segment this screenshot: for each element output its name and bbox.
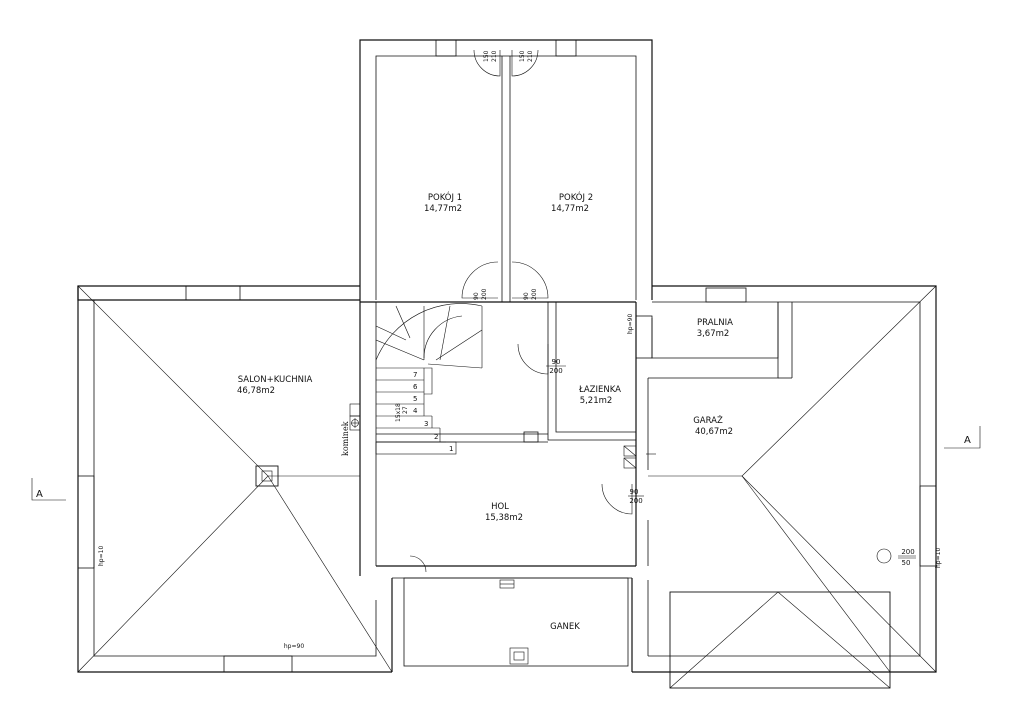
outer-walls [77, 39, 937, 673]
pokoj1-name: POKÓJ 1 [428, 191, 462, 203]
interior-walls [359, 56, 891, 689]
pokoj2-area: 14,77m2 [551, 204, 589, 214]
garaz-name: GARAŻ [693, 415, 723, 426]
door-hol-h: 200 [629, 497, 642, 505]
door-pokoj1-h: 200 [481, 288, 488, 300]
step-4: 4 [413, 407, 418, 415]
stairs-tread: 27 [402, 406, 409, 414]
salon-name: SALON+KUCHNIA [238, 375, 313, 385]
pralnia-area: 3,67m2 [697, 329, 730, 339]
hp10-left: hp=10 [98, 546, 105, 566]
hp10-right: hp=10 [935, 548, 942, 568]
room-labels: POKÓJ 1 14,77m2 POKÓJ 2 14,77m2 SALON+KU… [237, 191, 733, 632]
step-3: 3 [424, 420, 428, 428]
door-top-left-w: 150 [483, 50, 490, 62]
roof-lines [77, 285, 937, 673]
step-1: 1 [449, 445, 453, 453]
section-marker-left [31, 478, 66, 501]
hp90-lazienka: hp=90 [627, 314, 634, 334]
stair-step-numbers: 1 2 3 4 5 6 7 [413, 371, 453, 453]
dim-lines [546, 365, 916, 559]
door-lazienka-h: 200 [549, 367, 562, 375]
step-5: 5 [413, 395, 417, 403]
pokoj1-area: 14,77m2 [424, 204, 462, 214]
garage-drain-w: 200 [901, 548, 914, 556]
step-7: 7 [413, 371, 417, 379]
ganek-name: GANEK [550, 622, 580, 632]
salon-area: 46,78m2 [237, 386, 275, 396]
door-top-right-h: 210 [527, 50, 534, 62]
doors [409, 49, 633, 573]
section-marker-right [944, 426, 981, 449]
step-2: 2 [434, 433, 438, 441]
kominek-symbol [255, 403, 361, 487]
lazienka-area: 5,21m2 [580, 396, 613, 406]
door-lazienka-w: 90 [552, 358, 561, 366]
door-top-left-h: 210 [491, 50, 498, 62]
kominek-label: kominek [341, 421, 350, 456]
section-a-left: A [36, 489, 43, 500]
windows [77, 39, 937, 673]
door-pokoj1-w: 90 [473, 292, 480, 300]
step-6: 6 [413, 383, 418, 391]
section-a-right: A [964, 435, 971, 446]
hol-name: HOL [491, 502, 509, 512]
door-pokoj2-w: 90 [523, 292, 530, 300]
lazienka-name: ŁAZIENKA [578, 385, 621, 395]
misc-labels: hp=90 hp=90 hp=10 hp=10 kominek 15x18 27… [36, 314, 971, 650]
door-dimensions: 150 210 150 210 90 200 90 200 90 200 90 … [473, 50, 915, 567]
pralnia-name: PRALNIA [697, 318, 733, 328]
door-top-right-w: 150 [519, 50, 526, 62]
hol-area: 15,38m2 [485, 513, 523, 523]
stairs-count: 15x18 [395, 403, 402, 422]
hp90-bottom: hp=90 [284, 643, 304, 650]
floor-drain [876, 548, 892, 564]
garage-drain-h: 50 [902, 559, 911, 567]
door-hol-w: 90 [630, 488, 639, 496]
pokoj2-name: POKÓJ 2 [559, 191, 593, 203]
installation-blocks [499, 445, 656, 665]
door-pokoj2-h: 200 [531, 288, 538, 300]
garaz-area: 40,67m2 [695, 427, 733, 437]
staircase [375, 303, 483, 455]
